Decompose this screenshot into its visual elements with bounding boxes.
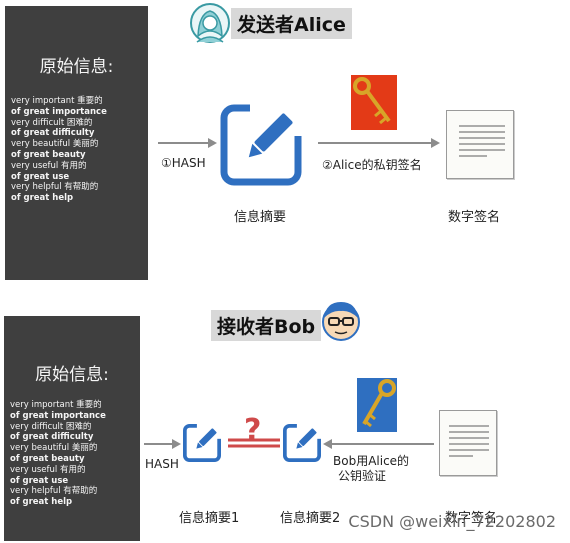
bob-avatar-icon <box>322 302 360 341</box>
message-line: of great difficulty <box>11 128 95 139</box>
message-line: of great beauty <box>11 149 86 160</box>
message-line: of great beauty <box>10 453 85 464</box>
message-line: very helpful 有帮助的 <box>11 182 99 193</box>
compare-question-mark: ? <box>244 413 262 448</box>
digest1-label: 信息摘要1 <box>179 511 240 526</box>
message-line: very difficult 困难的 <box>11 117 93 128</box>
message-line: very beautiful 美丽的 <box>10 443 98 454</box>
verify-label-line2: 公钥验证 <box>338 469 387 483</box>
sender-panel-title: 原始信息: <box>39 57 114 77</box>
alice-avatar-icon <box>190 3 230 43</box>
receiver-panel-title: 原始信息: <box>35 365 109 385</box>
receiver-hash-arrow <box>144 439 181 449</box>
signature-scroll-icon <box>446 110 514 179</box>
digest2-edit-icon <box>283 424 321 462</box>
message-line: of great use <box>10 475 69 486</box>
private-key-icon <box>353 77 391 125</box>
signature-label: 数字签名 <box>448 210 501 225</box>
message-line: very useful 有用的 <box>11 160 87 171</box>
message-line: very difficult 困难的 <box>10 421 92 432</box>
message-line: very important 重要的 <box>10 400 102 410</box>
sender-title: 发送者Alice <box>231 8 352 39</box>
message-line: of great importance <box>10 410 106 421</box>
message-line: of great help <box>10 497 73 508</box>
compare-equals-icon <box>228 438 280 448</box>
digest-label: 信息摘要 <box>234 210 287 225</box>
receiver-hash-label: HASH <box>145 457 179 471</box>
message-line: very important 重要的 <box>11 96 103 106</box>
public-key-icon <box>362 379 396 428</box>
message-line: very beautiful 美丽的 <box>11 139 99 150</box>
sign-step-label: ②Alice的私钥签名 <box>322 158 422 172</box>
message-line: of great difficulty <box>10 432 94 443</box>
receiver-title: 接收者Bob <box>211 310 322 341</box>
message-line: of great importance <box>11 106 107 117</box>
hash-step-label: ①HASH <box>161 156 206 170</box>
message-line: of great use <box>11 171 70 182</box>
receiver-signature-label: 数字签名 <box>445 511 498 526</box>
message-line: very helpful 有帮助的 <box>10 486 98 497</box>
verify-arrow <box>323 439 434 449</box>
watermark: CSDN @weixin_72202802 <box>348 512 556 531</box>
verify-label-line1: Bob用Alice的 <box>333 454 410 468</box>
digest1-edit-icon <box>183 424 221 462</box>
hash-arrow <box>158 138 217 148</box>
message-line: of great help <box>11 193 74 204</box>
sign-arrow <box>318 138 440 148</box>
digest2-label: 信息摘要2 <box>280 511 341 526</box>
receiver-signature-scroll-icon <box>439 410 497 476</box>
message-line: very useful 有用的 <box>10 464 86 475</box>
edit-pencil-icon <box>220 104 302 186</box>
